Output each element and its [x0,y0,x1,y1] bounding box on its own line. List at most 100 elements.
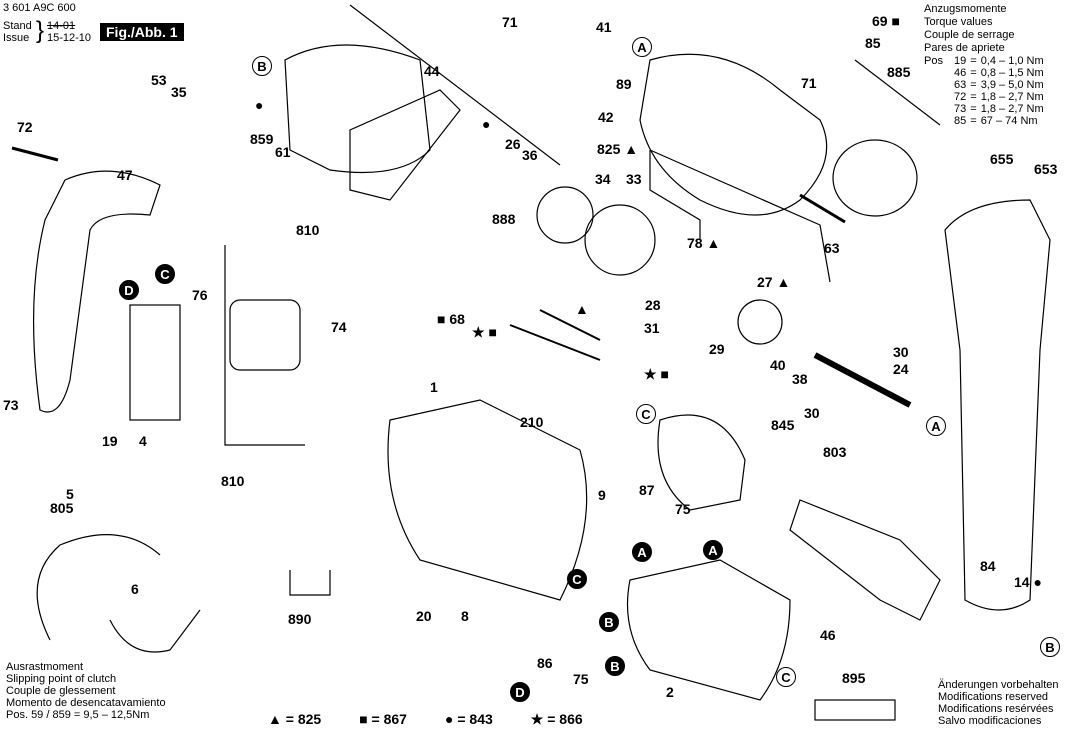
issue-label: Issue [3,32,30,44]
label-9: 9 [598,487,606,503]
legend-item: ★ = 866 [531,711,583,728]
label-38: 38 [792,371,808,387]
star-icon: ★ [530,711,544,727]
fan-guide [657,414,746,511]
label-5: 5 [66,486,74,502]
cover-44 [349,89,461,201]
handle-housing [32,170,161,413]
clutch-note: Ausrastmoment Slipping point of clutch C… [6,661,166,721]
label-24: 24 [893,361,909,377]
torque-row: 85=67 – 74 Nm [924,115,1048,127]
square-icon: ■ [359,711,368,727]
label-2: 2 [666,684,674,700]
torque-eq: = [970,67,977,79]
label-653: 653 [1034,161,1058,177]
callout-a-filled: A [632,542,652,562]
label-8: 8 [461,608,469,624]
bullet-dot-b: ● [482,116,491,132]
torque-pos: 46 [954,67,967,79]
label-star-square-a: ★ ■ [472,324,497,340]
torque-range: 0,4 – 1,0 Nm [980,55,1044,67]
label-19: 19 [102,433,118,449]
label-85: 85 [865,35,881,51]
torque-title-fr: Couple de serrage [924,29,1015,41]
label-star-square-b: ★ ■ [644,366,669,382]
leader-825b [649,150,701,240]
chuck-key [854,59,941,126]
stand-label: Stand [3,20,32,32]
callout-b-filled: B [599,612,619,632]
gear-housing [639,53,828,216]
switch [129,304,181,421]
label-89: 89 [616,76,632,92]
torque-title-de: Anzugsmomente [924,3,1007,15]
label-810-bottom: 810 [221,473,245,489]
label-73: 73 [3,397,19,413]
callout-a: A [632,37,652,57]
label-29: 29 [709,341,725,357]
label-42: 42 [598,109,614,125]
torque-eq: = [970,55,977,67]
callout-d-filled: D [119,280,139,300]
side-handle [944,199,1051,611]
motor-housing-left [284,44,431,174]
label-69: 69 ■ [872,13,900,29]
label-845: 845 [771,417,795,433]
shaft-24 [813,352,912,408]
callout-b: B [252,56,272,76]
torque-eq: = [970,103,977,115]
bearing-27 [737,299,783,345]
brush-holder [229,299,301,371]
label-triangle: ▲ [575,301,589,317]
label-87: 87 [639,482,655,498]
legend-item: ● = 843 [445,711,493,728]
label-655: 655 [990,151,1014,167]
gear-34 [536,186,594,244]
part-number: 3 601 A9C 600 [3,2,76,14]
clutch-note-fr: Couple de glessement [6,685,116,697]
gear-33 [584,204,656,276]
motor-housing [387,399,588,601]
label-36: 36 [522,147,538,163]
label-40: 40 [770,357,786,373]
torque-eq: = [970,115,977,127]
torque-pos: 72 [954,91,967,103]
torque-row: 73=1,8 – 2,7 Nm [924,103,1048,115]
guide-line [349,4,561,166]
label-810-top: 810 [296,222,320,238]
torque-row: 46=0,8 – 1,5 Nm [924,67,1048,79]
callout-b-filled: B [605,656,625,676]
label-210: 210 [520,414,544,430]
old-date: 14-01 [47,20,76,32]
legend-text: = 825 [285,711,322,727]
label-68: ■ 68 [437,311,465,327]
torque-range: 67 – 74 Nm [980,115,1038,127]
bracket-890 [289,570,331,596]
modifications-note: Änderungen vorbehalten Modifications res… [938,679,1058,727]
label-86: 86 [537,655,553,671]
label-825: 825 ▲ [597,141,639,157]
torque-pos: 85 [954,115,967,127]
label-76: 76 [192,287,208,303]
callout-a-filled: A [703,540,723,560]
torque-values-panel: Anzugsmomente Torque values Couple de se… [924,3,1048,127]
label-20: 20 [416,608,432,624]
issue-date: 15-12-10 [47,32,92,44]
figure-label: Fig./Abb. 1 [100,23,184,41]
label-885: 885 [887,64,911,80]
legend-text: = 866 [547,711,583,727]
leader-825 [649,149,831,283]
bullet-dot-a: ● [255,97,264,113]
label-63: 63 [824,240,840,256]
modifications-de: Änderungen vorbehalten [938,679,1059,691]
torque-range: 0,8 – 1,5 Nm [980,67,1044,79]
legend-item: ■ = 867 [359,711,407,728]
brace-icon: } [36,17,45,44]
label-1: 1 [430,379,438,395]
label-46: 46 [820,627,836,643]
torque-title-es: Pares de apriete [924,42,1005,54]
circle-icon: ● [444,711,454,727]
screw-72 [11,146,59,162]
label-895: 895 [842,670,866,686]
